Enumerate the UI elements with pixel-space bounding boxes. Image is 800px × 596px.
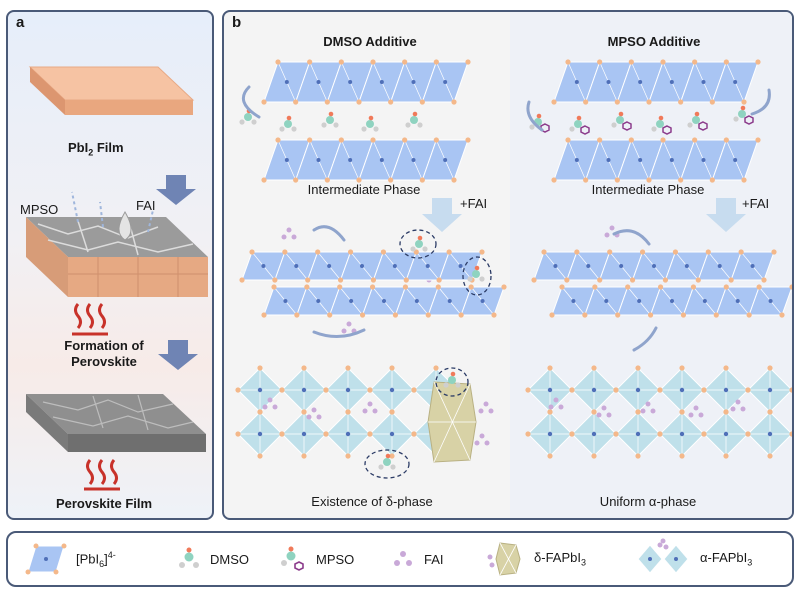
uniform-alpha-phase-label: Uniform α-phase (599, 494, 697, 509)
intermediate-phase-label-right: Intermediate Phase (591, 182, 705, 197)
formation-label-line2: Perovskite (71, 354, 137, 369)
legend-dmso-label: DMSO (210, 551, 249, 567)
formation-label-line1: Formation of (64, 338, 144, 353)
pbi2-film-slab (28, 66, 195, 115)
dmso-molecule-icon (378, 453, 396, 470)
fai-molecule-icon (596, 405, 612, 418)
fai-label: FAI (136, 198, 156, 213)
dmso-molecule-icon (239, 108, 257, 125)
pbi6-layer-mid-right-2 (549, 284, 792, 318)
fai-molecule-icon (474, 433, 490, 446)
legend-alpha-fapbi3: α-FAPbI3 (636, 533, 752, 585)
pbi6-layer-mid-right-1 (531, 249, 777, 283)
panel-a-graphics (26, 66, 208, 491)
fai-molecule-icon (394, 551, 412, 566)
highlight-ellipse (364, 449, 410, 479)
process-arrow-1 (156, 175, 196, 205)
highlight-ellipse (435, 367, 469, 397)
dmso-molecule-icon (405, 111, 423, 128)
curved-arrow-icon (750, 88, 771, 116)
legend-alpha-label: α-FAPbI3 (700, 550, 753, 568)
mpso-molecule-icon (611, 111, 632, 131)
pbi6-layer-top-left (261, 59, 471, 105)
fai-molecule-icon (478, 401, 494, 414)
pbi6-octahedron-icon (25, 543, 67, 575)
panel-a-letter: a (16, 14, 25, 31)
down-arrow-icon (422, 198, 462, 232)
legend-delta-label: δ-FAPbI3 (534, 550, 586, 568)
dmso-molecule-icon (467, 265, 485, 282)
fai-molecule-icon (262, 397, 278, 410)
highlight-ellipse (399, 229, 437, 259)
fai-molecule-icon (281, 227, 297, 240)
curved-arrow-icon (526, 100, 544, 132)
pbi6-layer-bottom-right (551, 137, 761, 183)
delta-phase-existence-label: Existence of δ-phase (311, 494, 433, 509)
pbi6-layer-mid-left-1 (239, 249, 485, 283)
legend-pbi6: [PbI6]4- (25, 533, 116, 585)
curved-arrow-icon (632, 326, 658, 352)
fai-molecule-icon (548, 397, 564, 410)
legend-delta-fapbi3: δ-FAPbI3 (486, 533, 586, 585)
evaporation-arrows-icon (71, 191, 154, 233)
dmso-molecule-icon (410, 235, 428, 252)
fai-molecule-icon (362, 401, 378, 414)
mpso-molecule-icon (529, 113, 550, 133)
perovskite-film-label: Perovskite Film (55, 496, 153, 511)
legend-mpso-label: MPSO (316, 551, 355, 567)
mpso-molecule-icon (651, 115, 672, 135)
legend-dmso: DMSO (178, 533, 249, 585)
panel-a: a (6, 10, 214, 520)
panel-b: b DMSO Additive MPSO Additive Intermedia… (222, 10, 794, 520)
fai-molecule-icon (688, 405, 704, 418)
alpha-phase-icon (637, 538, 689, 574)
pbi6-layer-mid-left-2 (261, 284, 507, 318)
mpso-molecule-icon (569, 115, 590, 135)
fai-molecule-icon (730, 399, 746, 412)
plus-fai-label-left: +FAI (460, 196, 488, 211)
curved-arrow-icon (312, 328, 366, 338)
mpso-molecule-icon (733, 105, 754, 125)
highlight-ellipse (462, 256, 492, 296)
intermediate-phase-label-left: Intermediate Phase (307, 182, 421, 197)
dmso-molecule-icon (321, 111, 339, 128)
alpha-phase-grid-right (525, 365, 792, 459)
process-arrow-2 (158, 340, 198, 370)
dmso-molecule-icon (361, 115, 379, 132)
intermediate-film-slab (26, 217, 208, 297)
pbi6-layer-top-right (551, 59, 761, 105)
panel-b-letter: b (232, 14, 242, 31)
fai-molecule-icon (640, 401, 656, 414)
curved-arrow-icon (312, 225, 346, 242)
heat-icon (84, 459, 120, 491)
perovskite-film-slab (26, 394, 206, 452)
panel-b-graphics (235, 59, 792, 479)
legend: [PbI6]4- DMSO MPSO FAI δ-FAPbI3 (6, 531, 794, 587)
dmso-molecule-icon (443, 371, 461, 388)
delta-phase-icon (487, 542, 521, 576)
legend-fai: FAI (392, 533, 444, 585)
heat-icon (72, 303, 108, 336)
mpso-molecule-icon (687, 111, 708, 131)
legend-mpso: MPSO (280, 533, 354, 585)
alpha-phase-grid-left (235, 365, 461, 459)
plus-fai-label-right: +FAI (742, 196, 770, 211)
delta-phase-cluster (427, 381, 477, 463)
pbi2-film-label: PbI2 Film (68, 140, 124, 158)
dmso-molecule-icon (279, 115, 297, 132)
dmso-additive-title: DMSO Additive (323, 34, 417, 49)
curved-arrow-icon (241, 85, 261, 119)
mpso-molecule-icon (281, 546, 304, 571)
mpso-label: MPSO (20, 202, 59, 217)
legend-pbi6-label: [PbI6]4- (76, 549, 116, 569)
pbi6-layer-bottom-left (261, 137, 471, 183)
down-arrow-icon (706, 198, 746, 232)
dmso-molecule-icon (179, 547, 199, 568)
fai-droplet-icon (118, 211, 132, 241)
fai-molecule-icon (341, 321, 357, 334)
curved-arrow-icon (612, 229, 651, 246)
fai-molecule-icon (306, 407, 322, 420)
legend-fai-label: FAI (424, 551, 444, 567)
mpso-additive-title: MPSO Additive (607, 34, 701, 49)
